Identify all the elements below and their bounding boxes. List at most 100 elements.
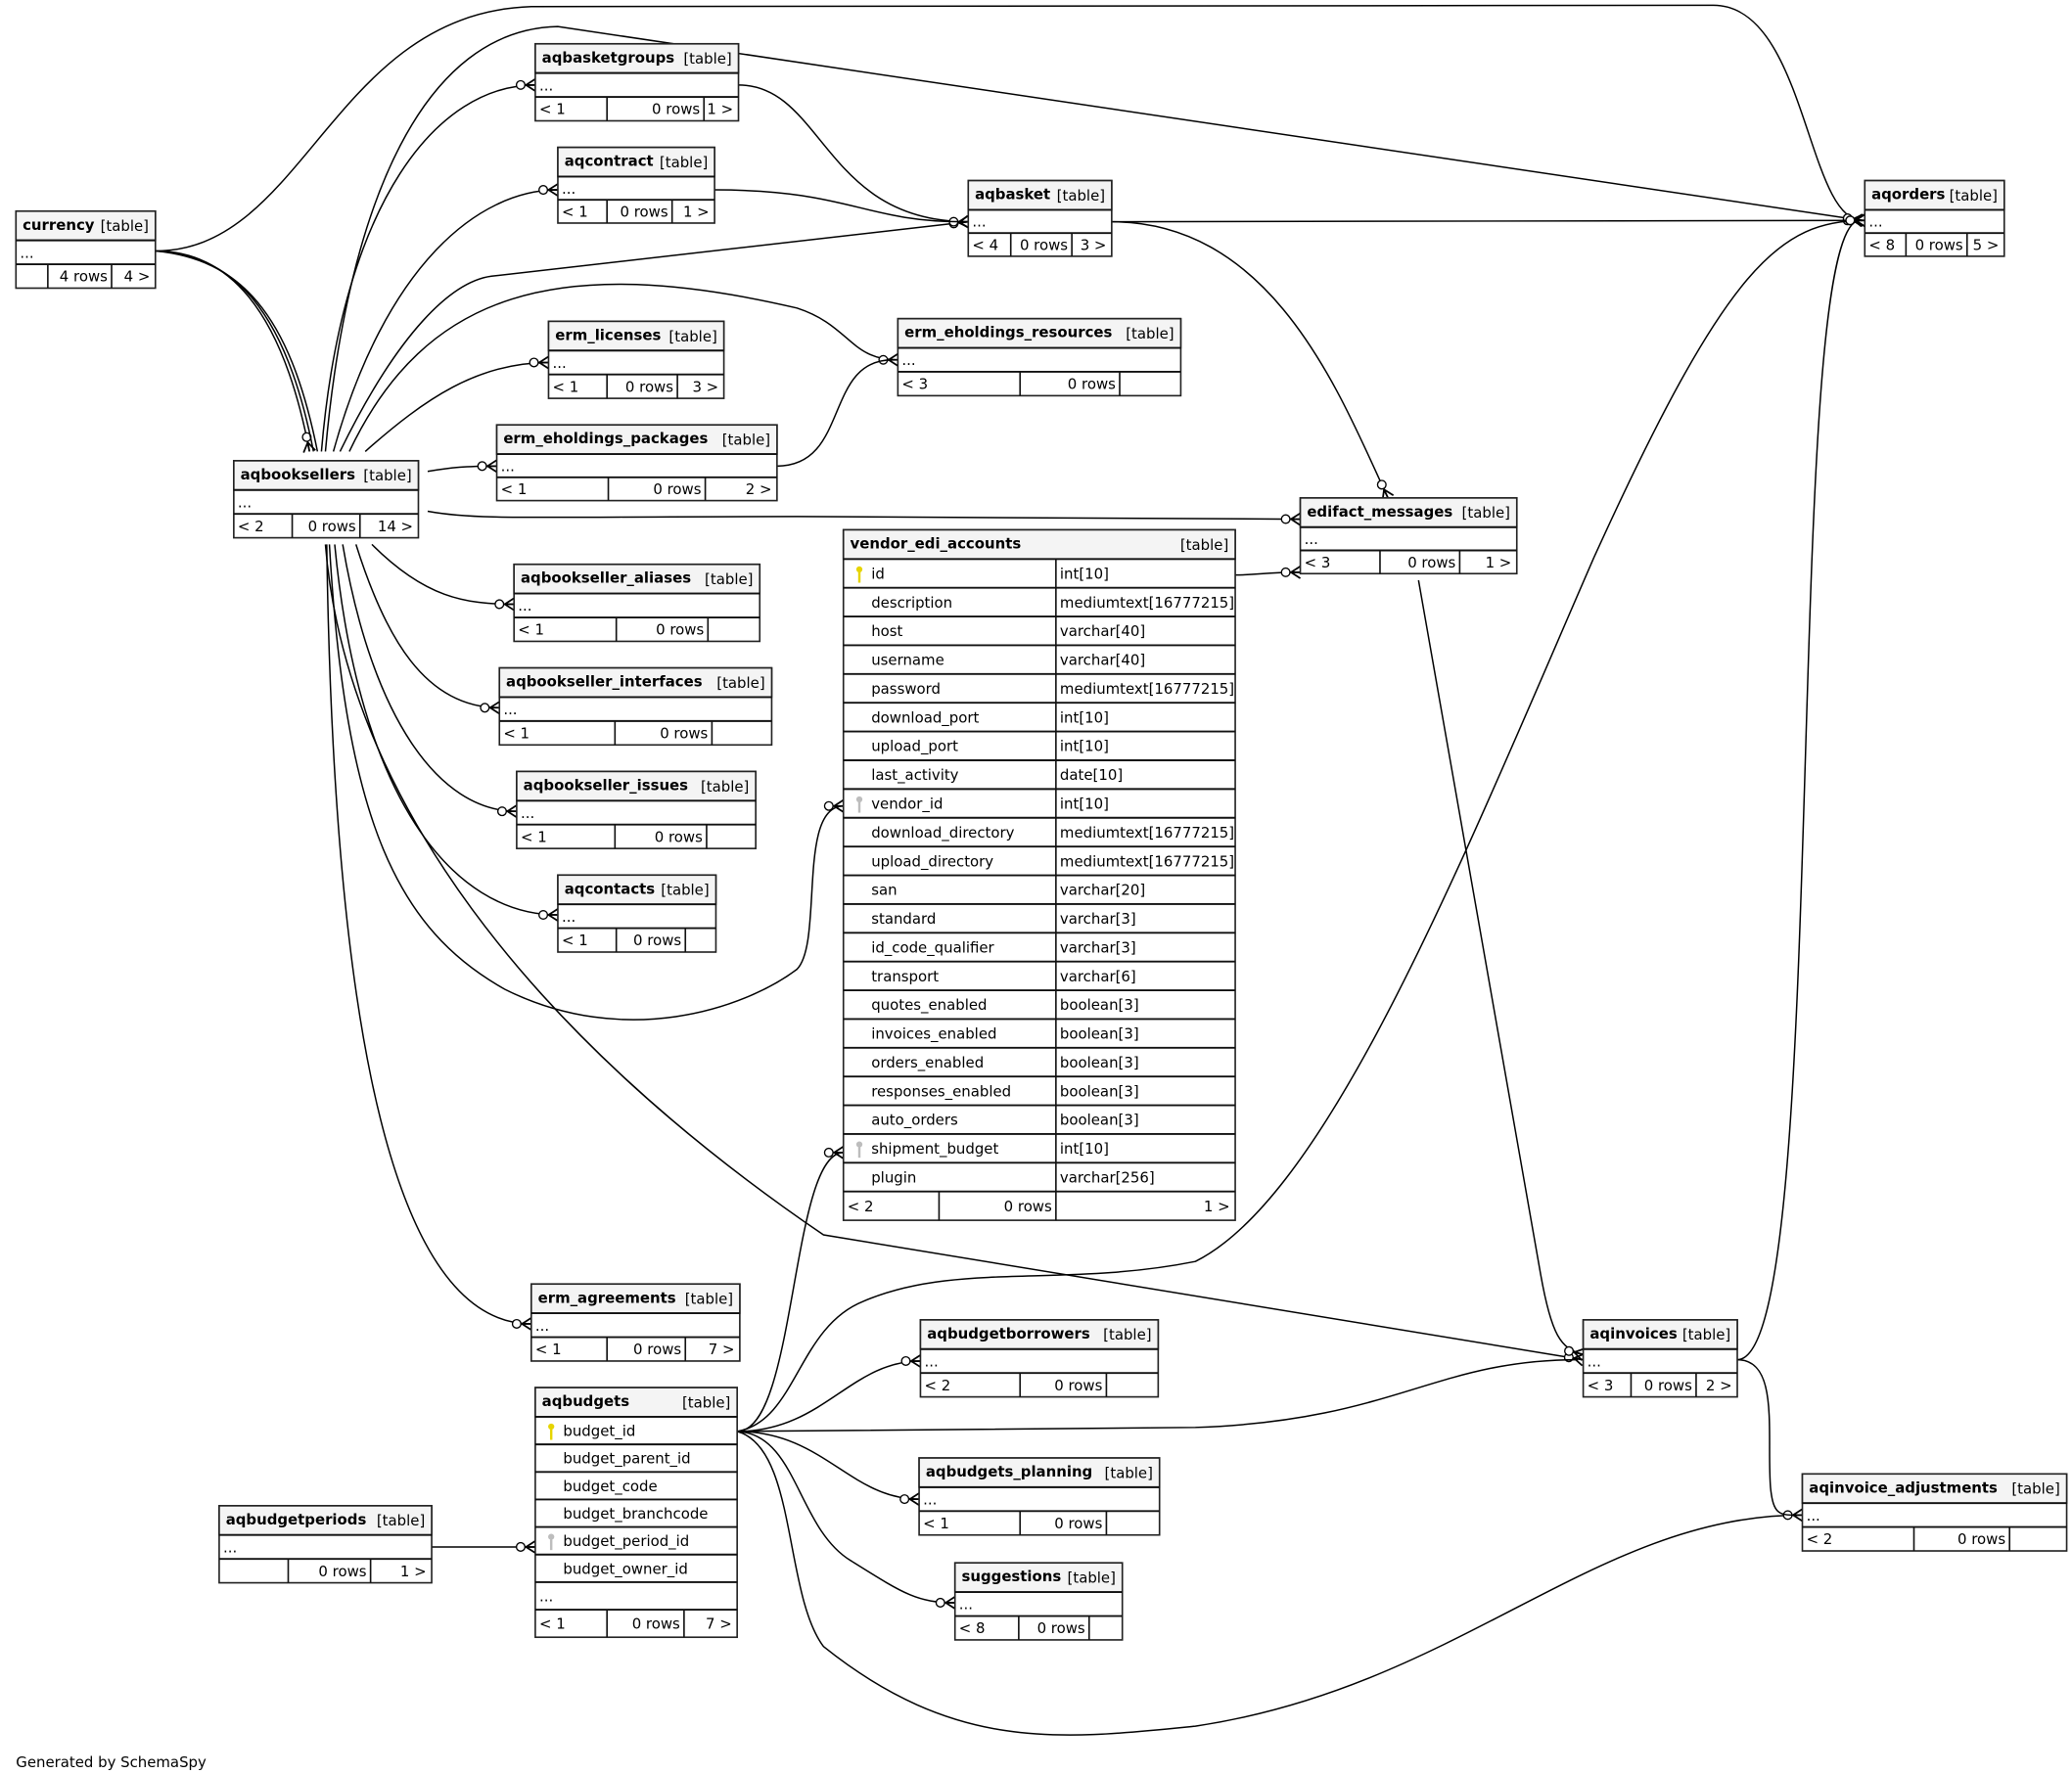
parents-count[interactable]: < 8 bbox=[959, 1619, 986, 1637]
table-name[interactable]: aqbasket bbox=[975, 186, 1050, 204]
collapsed-columns[interactable]: ... bbox=[959, 1596, 973, 1614]
table-name[interactable]: vendor_edi_accounts bbox=[851, 534, 1022, 552]
table-name[interactable]: aqbudgetperiods bbox=[226, 1511, 367, 1528]
collapsed-columns[interactable]: ... bbox=[539, 76, 553, 94]
table-name[interactable]: aqbooksellers bbox=[241, 466, 355, 483]
table-name[interactable]: aqcontract bbox=[565, 153, 654, 170]
collapsed-columns[interactable]: ... bbox=[925, 1352, 939, 1370]
collapsed-columns[interactable]: ... bbox=[535, 1317, 549, 1335]
table-name[interactable]: aqcontacts bbox=[565, 880, 656, 897]
parents-count[interactable]: < 1 bbox=[521, 828, 547, 845]
table-name[interactable]: aqbudgets_planning bbox=[926, 1463, 1092, 1480]
parents-count[interactable]: < 2 bbox=[238, 518, 264, 535]
parents-count[interactable]: < 1 bbox=[562, 932, 588, 949]
children-count[interactable]: 7 > bbox=[706, 1615, 732, 1633]
table-name[interactable]: aqinvoice_adjustments bbox=[1809, 1478, 1998, 1496]
parents-count[interactable]: < 2 bbox=[848, 1198, 874, 1215]
children-count[interactable]: 7 > bbox=[709, 1341, 735, 1358]
collapsed-columns[interactable]: ... bbox=[1807, 1507, 1820, 1524]
collapsed-columns[interactable]: ... bbox=[923, 1491, 937, 1509]
children-count[interactable]: 1 > bbox=[400, 1563, 427, 1580]
table-name[interactable]: erm_licenses bbox=[555, 326, 661, 343]
parents-count[interactable]: < 2 bbox=[925, 1377, 951, 1394]
children-count[interactable]: 2 > bbox=[746, 480, 772, 498]
table-aqbudgets[interactable]: aqbudgets[table]budget_idbudget_parent_i… bbox=[534, 1387, 738, 1639]
parents-count[interactable]: < 1 bbox=[503, 725, 530, 743]
parents-count[interactable]: < 3 bbox=[1305, 554, 1331, 571]
collapsed-columns[interactable]: ... bbox=[223, 1538, 237, 1556]
collapsed-columns[interactable]: ... bbox=[1588, 1352, 1601, 1370]
collapsed-columns[interactable]: ... bbox=[20, 244, 33, 261]
collapsed-columns[interactable]: ... bbox=[518, 597, 531, 614]
collapsed-columns[interactable]: ... bbox=[562, 180, 576, 198]
column-row[interactable]: budget_parent_id bbox=[563, 1450, 690, 1468]
children-count[interactable]: 3 > bbox=[1081, 236, 1107, 253]
children-count[interactable]: 4 > bbox=[124, 268, 151, 286]
collapsed-columns[interactable]: ... bbox=[901, 351, 915, 369]
collapsed-columns[interactable]: ... bbox=[1305, 530, 1318, 548]
children-count[interactable]: 5 > bbox=[1973, 236, 2000, 253]
table-name[interactable]: erm_eholdings_resources bbox=[904, 324, 1112, 341]
parents-count[interactable]: < 1 bbox=[539, 1615, 566, 1633]
column-row[interactable]: budget_period_id bbox=[548, 1532, 689, 1551]
table-name[interactable]: currency bbox=[23, 216, 95, 234]
parents-count[interactable]: < 1 bbox=[535, 1341, 562, 1358]
children-count[interactable]: 1 > bbox=[1204, 1198, 1230, 1215]
table-name[interactable]: suggestions bbox=[962, 1568, 1062, 1585]
collapsed-columns[interactable]: ... bbox=[238, 493, 252, 511]
children-count[interactable]: 1 > bbox=[1486, 554, 1512, 571]
children-count[interactable]: 2 > bbox=[1706, 1377, 1732, 1394]
parents-count[interactable]: < 1 bbox=[553, 378, 579, 395]
children-count[interactable]: 1 > bbox=[683, 204, 710, 221]
parents-count[interactable]: < 1 bbox=[501, 480, 528, 498]
collapsed-columns[interactable]: ... bbox=[539, 1587, 553, 1605]
children-count[interactable]: 3 > bbox=[692, 378, 718, 395]
collapsed-columns[interactable]: ... bbox=[553, 354, 567, 372]
table-name[interactable]: aqorders bbox=[1871, 186, 1945, 204]
parents-count[interactable]: < 2 bbox=[1807, 1530, 1833, 1548]
parents-count[interactable]: < 8 bbox=[1868, 236, 1895, 253]
column-row[interactable]: budget_owner_id bbox=[563, 1560, 687, 1577]
table-name[interactable]: aqbookseller_issues bbox=[524, 776, 688, 794]
children-count[interactable]: 14 > bbox=[378, 518, 413, 535]
column-row[interactable]: budget_branchcode bbox=[563, 1505, 708, 1523]
table-name[interactable]: aqbudgetborrowers bbox=[927, 1325, 1090, 1342]
collapsed-columns[interactable]: ... bbox=[521, 804, 534, 822]
column-row[interactable]: budget_id bbox=[548, 1422, 635, 1440]
